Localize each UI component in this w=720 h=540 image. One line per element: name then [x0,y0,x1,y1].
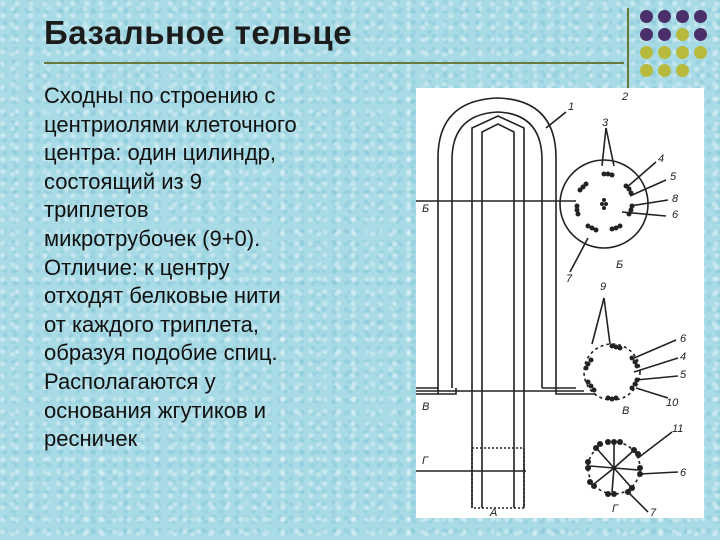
body-line: триплетов [44,197,149,223]
body-line: Сходны по строению с [44,83,276,108]
body-line: ресничек [44,426,138,452]
decor-dot [658,64,671,77]
leader-line [633,357,679,373]
label-num: 2 [621,91,628,103]
title-underline [44,62,624,64]
label-num: 11 [672,423,683,435]
leader-line [629,179,667,197]
body-line: состоящий из 9 [44,168,202,194]
leader-line [625,161,657,189]
label-num: 5 [670,171,677,183]
label-num: 9 [600,281,606,293]
label-section-a: А [489,507,497,518]
label-cross-g: Г [612,503,619,515]
decor-dot [694,10,707,23]
decor-dot [640,64,653,77]
cartwheel-spokes [589,444,639,493]
leader-line [629,199,669,207]
body-line: от каждого триплета, [44,311,259,337]
label-num: 7 [650,507,657,518]
flagellum-inner-outline [451,111,543,388]
decor-dot [676,46,689,59]
diagram-svg: Б В Г А Б В Г 1 2 3 4 5 6 7 8 9 6 4 5 10… [416,91,687,519]
decor-dot [658,10,671,23]
axoneme-line [471,115,525,508]
label-num: 7 [566,273,573,285]
basal-body-region [471,447,525,509]
cell-membrane [416,388,457,395]
label-num: 8 [672,193,679,205]
leader-line [545,111,567,129]
cross-section-b [559,159,649,249]
decor-dot [694,28,707,41]
leader-line [591,297,605,345]
leader-line [639,471,679,475]
slide-body-text: Сходны по строению с центриолями клеточн… [44,82,424,454]
label-num: 6 [680,467,687,479]
body-line: центра: один цилиндр, [44,140,276,166]
leader-line [637,431,673,459]
decor-dot [658,28,671,41]
decor-dot [640,10,653,23]
body-line: центриолями клеточного [44,111,297,137]
body-line: Отличие: к центру [44,254,230,280]
leader-line [605,127,615,167]
label-num: 3 [602,117,609,129]
label-num: 4 [680,351,686,363]
slide-title: Базальное тельце [44,14,353,51]
decor-dot [676,10,689,23]
label-num: 4 [658,153,664,165]
decor-dot [676,28,689,41]
label-num: 5 [680,369,687,381]
leader-line [601,127,607,167]
body-line: образуя подобие спиц. [44,340,278,366]
label-section-v: В [422,401,429,413]
body-line: основания жгутиков и [44,397,267,423]
label-num: 6 [680,333,687,345]
label-cross-v: В [622,405,629,417]
body-line: Располагаются у [44,368,216,394]
label-num: 1 [568,101,574,113]
cell-membrane [555,388,596,395]
triplet-markers [574,171,643,497]
label-cross-b: Б [616,259,623,271]
leader-line [635,387,669,399]
decor-dot [676,64,689,77]
decor-dot [694,46,707,59]
flagellum-outer-outline [437,97,557,388]
decor-dot [640,28,653,41]
leader-line [569,237,589,273]
leader-line [633,339,677,359]
body-line: микротрубочек (9+0). [44,225,261,251]
label-section-g: Г [422,455,429,467]
axoneme-line [481,123,515,508]
decor-dot [640,46,653,59]
decor-dot [658,46,671,59]
leader-line [635,375,679,381]
label-num: 6 [672,209,679,221]
basal-body-diagram: Б В Г А Б В Г 1 2 3 4 5 6 7 8 9 6 4 5 10… [416,88,704,519]
label-section-b: Б [422,203,429,215]
leader-line [603,297,611,345]
label-num: 10 [666,397,679,409]
decor-vertical-rule [627,8,629,98]
body-line: отходят белковые нити [44,283,281,309]
